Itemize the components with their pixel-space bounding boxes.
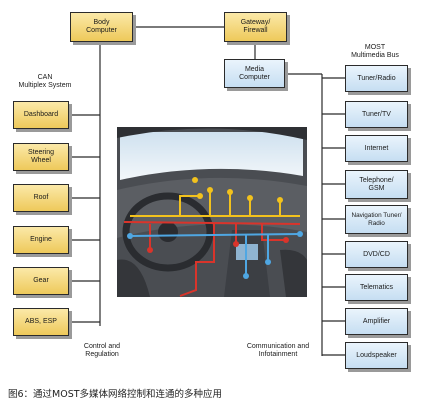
most-item-label: Tuner/TV: [362, 110, 391, 118]
most-item-telematics: Telematics: [345, 274, 408, 301]
media-computer-label: Media Computer: [239, 65, 270, 81]
most-item-label: Internet: [364, 144, 389, 152]
can-title: CAN Multiplex System: [18, 74, 72, 89]
most-item-tuner-radio: Tuner/Radio: [345, 65, 408, 92]
can-item-label: Steering Wheel: [27, 149, 55, 164]
can-item-label: Dashboard: [23, 111, 59, 118]
most-item-loudspeaker: Loudspeaker: [345, 342, 408, 369]
most-item-label: DVD/CD: [363, 250, 390, 258]
most-item-dvd-cd: DVD/CD: [345, 241, 408, 268]
body-computer-label: Body Computer: [86, 19, 117, 34]
most-item-tuner-tv: Tuner/TV: [345, 101, 408, 128]
gateway-firewall-box: Gateway/ Firewall: [224, 12, 287, 42]
most-item-label: Tuner/Radio: [357, 74, 396, 82]
can-item-gear: Gear: [13, 267, 69, 295]
most-item-label: Amplifier: [362, 317, 391, 325]
can-item-dashboard: Dashboard: [13, 101, 69, 129]
most-item-label: Telematics: [359, 283, 394, 291]
most-item-label: Loudspeaker: [356, 351, 397, 359]
body-computer-box: Body Computer: [70, 12, 133, 42]
most-item-label: Telephone/ GSM: [359, 176, 394, 192]
most-item-internet: Internet: [345, 135, 408, 162]
can-item-engine: Engine: [13, 226, 69, 254]
can-item-abs-esp: ABS, ESP: [13, 308, 69, 336]
can-item-label: Gear: [33, 277, 49, 284]
can-item-label: Engine: [30, 236, 52, 243]
media-computer-box: Media Computer: [224, 59, 285, 88]
can-item-roof: Roof: [13, 184, 69, 212]
most-item-navigation-tuner-radio: Navigation Tuner/ Radio: [345, 205, 408, 234]
most-item-amplifier: Amplifier: [345, 308, 408, 335]
can-item-label: ABS, ESP: [25, 318, 57, 325]
most-footer: Communication and Infotainment: [246, 343, 310, 358]
most-item-telephone-gsm: Telephone/ GSM: [345, 170, 408, 199]
most-item-label: Navigation Tuner/ Radio: [351, 211, 402, 227]
can-item-label: Roof: [33, 194, 49, 201]
most-title: MOST Multimedia Bus: [351, 44, 399, 59]
can-item-steering-wheel: Steering Wheel: [13, 143, 69, 171]
can-footer: Control and Regulation: [83, 343, 121, 358]
gateway-firewall-label: Gateway/ Firewall: [240, 19, 271, 34]
figure-caption: 图6：通过MOST多媒体网络控制和连通的多种应用: [8, 389, 223, 400]
